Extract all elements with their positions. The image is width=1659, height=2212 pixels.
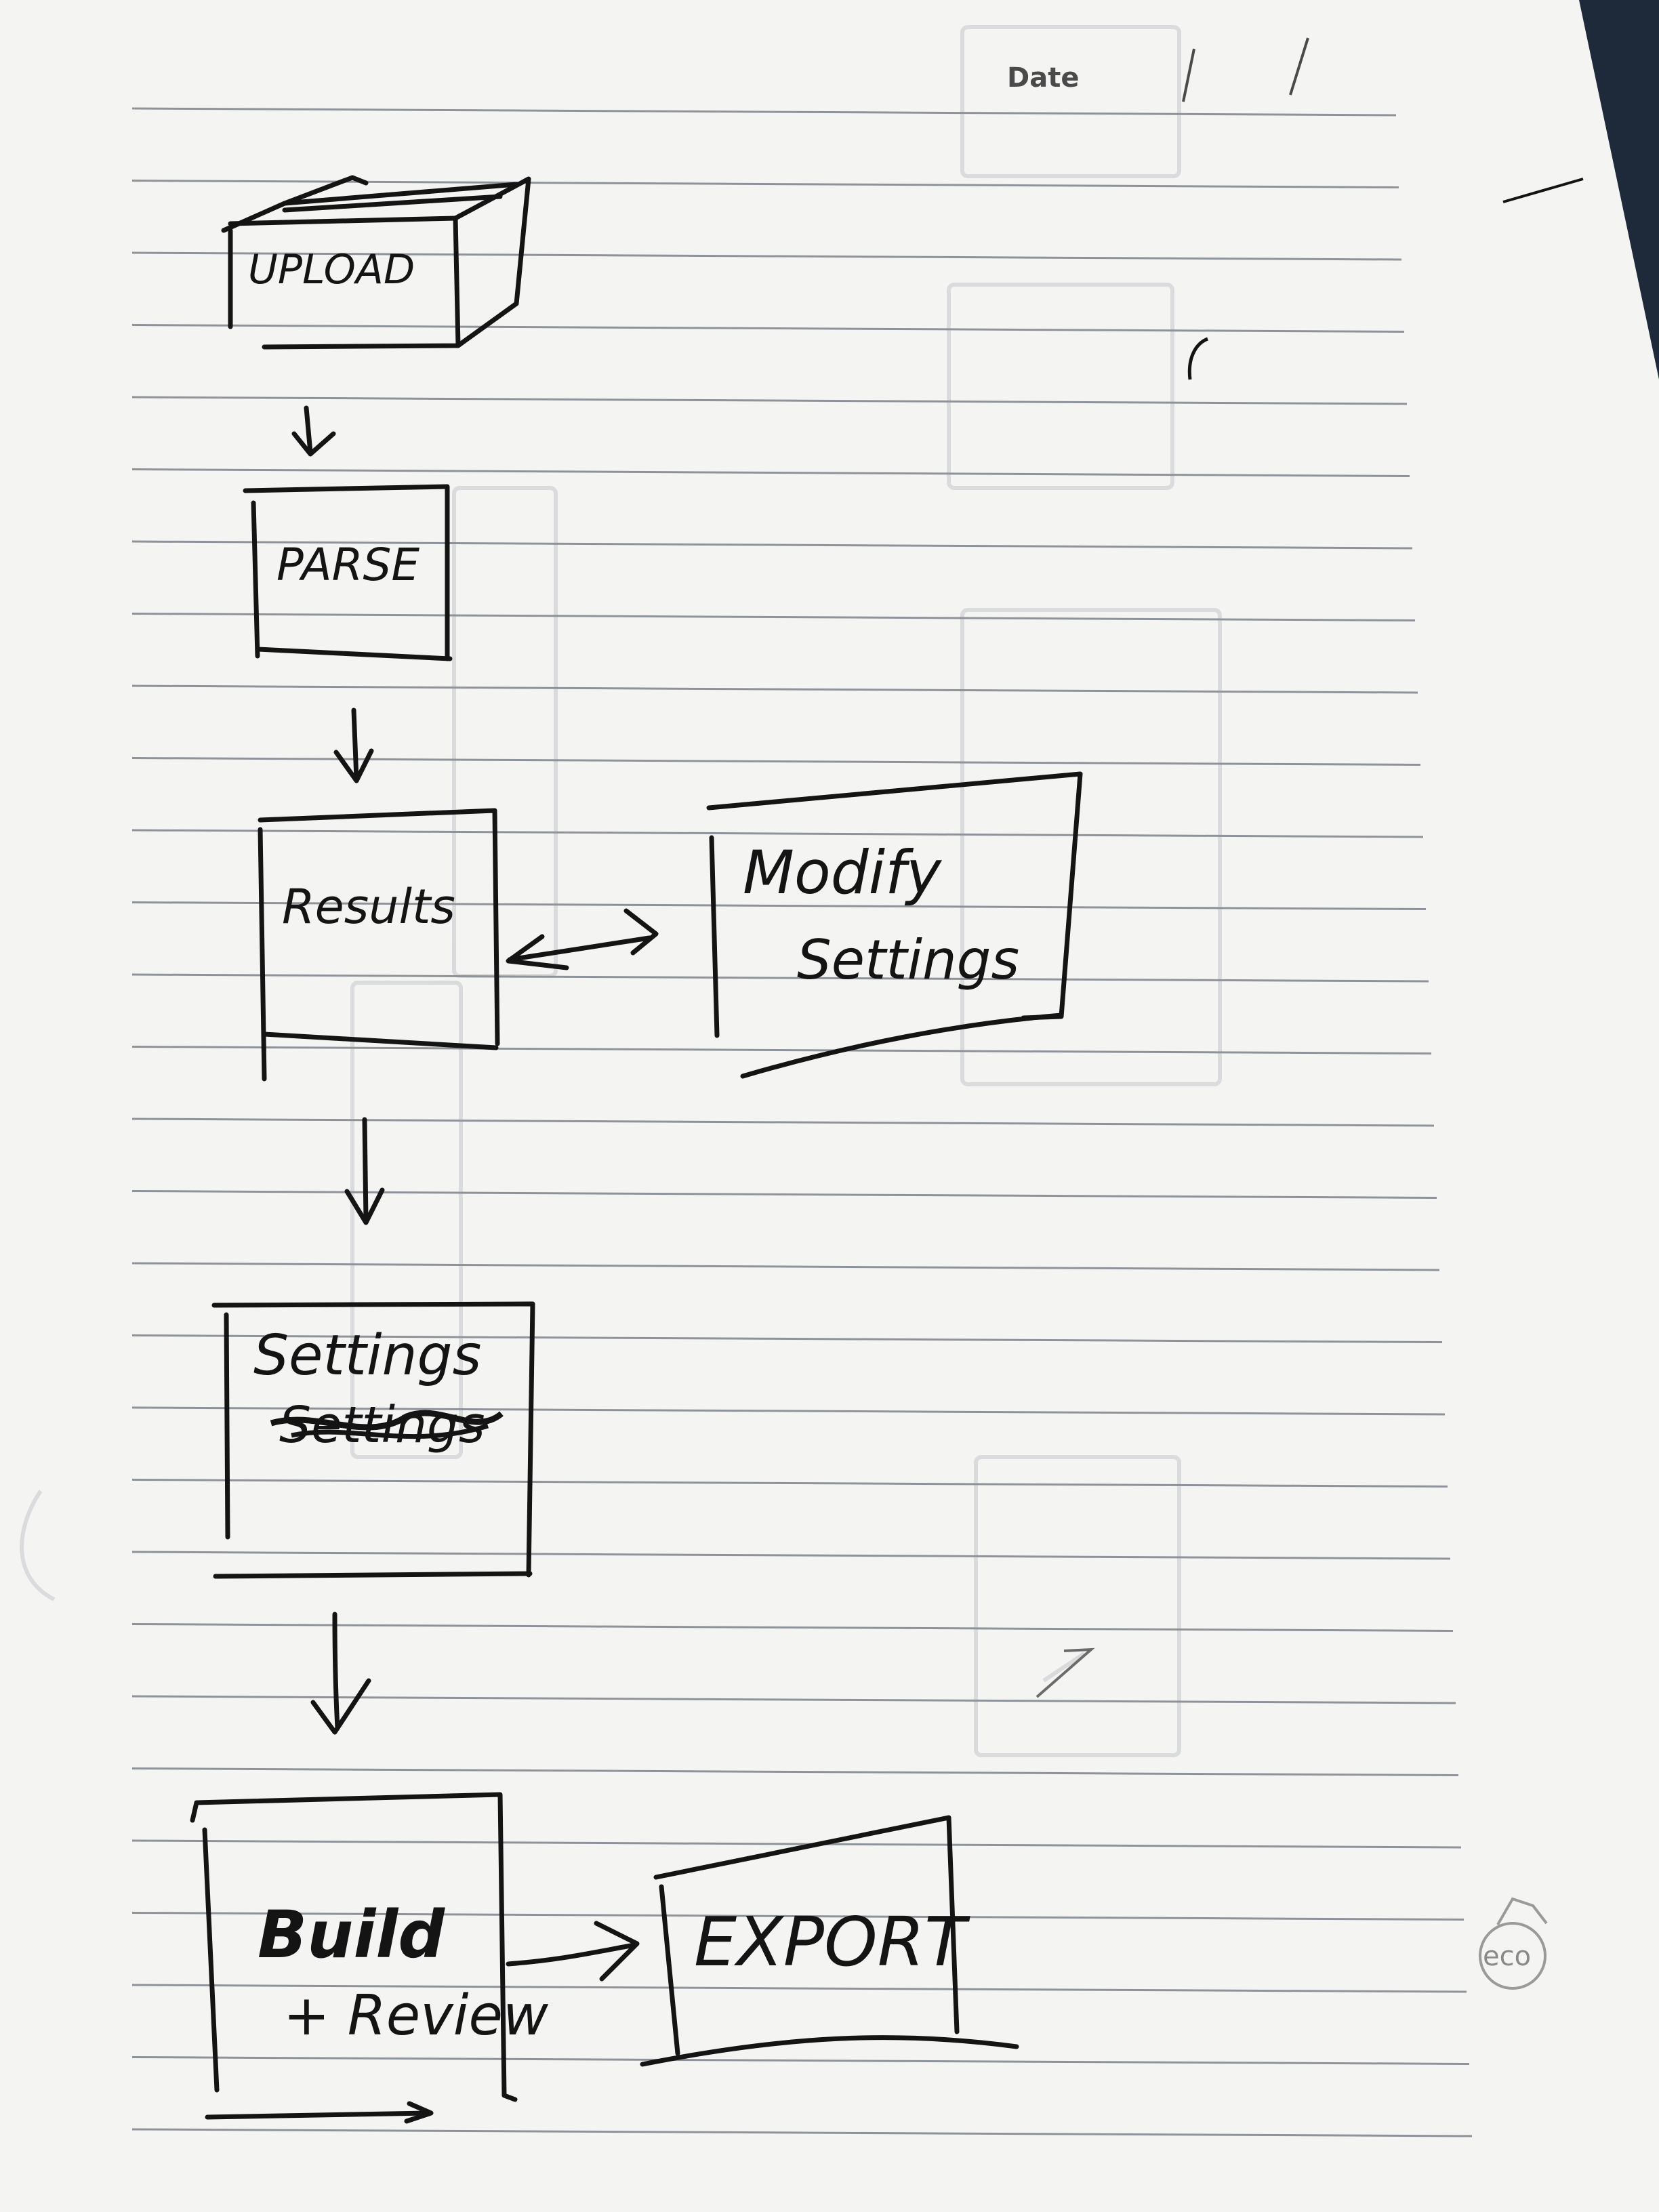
node-modify-settings: [706, 771, 1083, 1079]
faint-arrow-mark: [1036, 1647, 1095, 1698]
ruled-line: [131, 2128, 1473, 2137]
ruled-line: [131, 684, 1418, 694]
node-results: [258, 808, 500, 1082]
label-results: Results: [282, 879, 455, 935]
label-settings: Settings: [253, 1324, 481, 1388]
paper-edge-mark: [1502, 178, 1584, 203]
bleed-through-marks: [20, 25, 1222, 1757]
eco-logo-text: eco: [1483, 1941, 1531, 1972]
label-modify: Modify: [743, 838, 943, 907]
ruled-line: [131, 1406, 1446, 1416]
eco-logo: eco: [1479, 1897, 1548, 1990]
label-build: Build: [258, 1897, 445, 1973]
ruled-line: [131, 1767, 1459, 1776]
ruled-line: [131, 973, 1429, 983]
node-parse: [243, 484, 453, 661]
ruled-line: [131, 1479, 1448, 1488]
node-export: [640, 1815, 1019, 2067]
node-build-review: [190, 1792, 518, 2124]
ruled-line: [131, 901, 1427, 910]
arrow-results-modify: [506, 908, 659, 970]
ruled-line: [131, 1118, 1435, 1127]
date-label: Date: [1007, 62, 1079, 94]
label-export: EXPORT: [694, 1902, 970, 1982]
label-build-review: + Review: [283, 1984, 549, 2048]
ruled-line: [131, 1912, 1465, 1921]
arrow-parse-to-results: [333, 708, 374, 783]
label-parse: PARSE: [276, 539, 419, 591]
ruled-lines: [131, 107, 1473, 2137]
ruled-line: [131, 324, 1405, 333]
ruled-line: [131, 613, 1416, 621]
ruled-line: [131, 396, 1408, 405]
arrow-build-to-export: [506, 1921, 640, 1982]
strike-through-scribble: [270, 1410, 504, 1431]
ruled-line: [131, 1334, 1443, 1343]
arrow-settings-to-build: [310, 1612, 371, 1735]
arrow-upload-to-parse: [291, 405, 336, 457]
ruled-line: [131, 829, 1424, 838]
ruled-line: [131, 1984, 1467, 1993]
ruled-line: [131, 468, 1410, 477]
node-upload: [221, 175, 531, 350]
node-settings: [211, 1301, 535, 1579]
ruled-line: [131, 251, 1402, 261]
stray-mark: [1187, 337, 1209, 380]
ruled-line: [131, 2056, 1470, 2065]
date-slashes: [1182, 37, 1309, 102]
label-modify-settings: Settings: [797, 928, 1019, 991]
label-upload: UPLOAD: [248, 246, 415, 293]
ruled-line: [131, 1839, 1462, 1849]
ruled-line: [131, 1046, 1432, 1054]
ruled-line: [131, 107, 1397, 117]
ruled-line: [131, 1551, 1451, 1560]
ruled-line: [131, 1623, 1454, 1632]
arrow-results-to-settings: [344, 1117, 385, 1225]
strike-through-scribble-2: [291, 1423, 489, 1439]
ruled-line: [131, 1262, 1440, 1271]
ruled-line: [131, 540, 1413, 550]
ruled-line: [131, 1695, 1456, 1704]
ruled-line: [131, 757, 1421, 766]
